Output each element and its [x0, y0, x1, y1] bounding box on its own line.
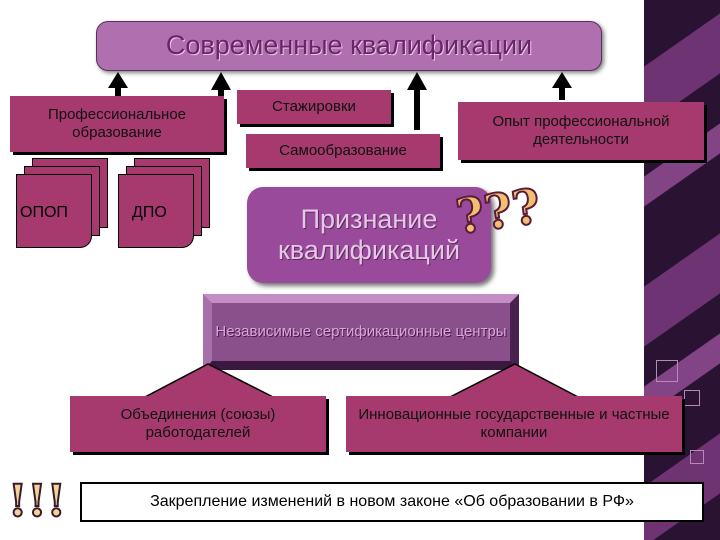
self-education-label: Самообразование — [279, 142, 407, 160]
work-experience-label: Опыт профессиональной деятельности — [458, 113, 704, 148]
document-stack-dpo: ДПО — [114, 158, 214, 258]
chevron-up-icon — [143, 364, 275, 398]
sidebar-square — [690, 450, 704, 464]
sidebar-stripe — [644, 233, 720, 346]
companies-label: Инновационные государственные и частные … — [346, 406, 682, 441]
chevron-up-icon — [448, 364, 580, 398]
law-note-label: Закрепление изменений в новом законе «Об… — [150, 493, 634, 512]
document-label: ДПО — [132, 204, 167, 222]
recognition-label: Признание квалификаций — [247, 204, 491, 266]
arrow-up-icon — [552, 72, 572, 100]
internships-box: Стажировки — [237, 90, 391, 124]
professional-education-label: Профессиональное образование — [10, 106, 224, 141]
employer-associations-box: Объединения (союзы) работодателей — [70, 396, 326, 452]
internships-label: Стажировки — [272, 98, 356, 116]
innovative-companies-box: Инновационные государственные и частные … — [346, 396, 682, 452]
document-label: ОПОП — [20, 204, 68, 222]
self-education-box: Самообразование — [246, 134, 440, 168]
employers-label: Объединения (союзы) работодателей — [70, 406, 326, 441]
professional-education-box: Профессиональное образование — [10, 96, 224, 152]
arrow-up-icon — [407, 72, 427, 130]
work-experience-box: Опыт профессиональной деятельности — [458, 102, 704, 160]
document-stack-opop: ОПОП — [12, 158, 112, 258]
exclamation-marks-icon: !!! — [8, 476, 66, 527]
law-note-box: Закрепление изменений в новом законе «Об… — [80, 482, 704, 522]
question-marks-icon: ??? — [453, 178, 544, 245]
arrow-up-icon — [108, 72, 128, 98]
